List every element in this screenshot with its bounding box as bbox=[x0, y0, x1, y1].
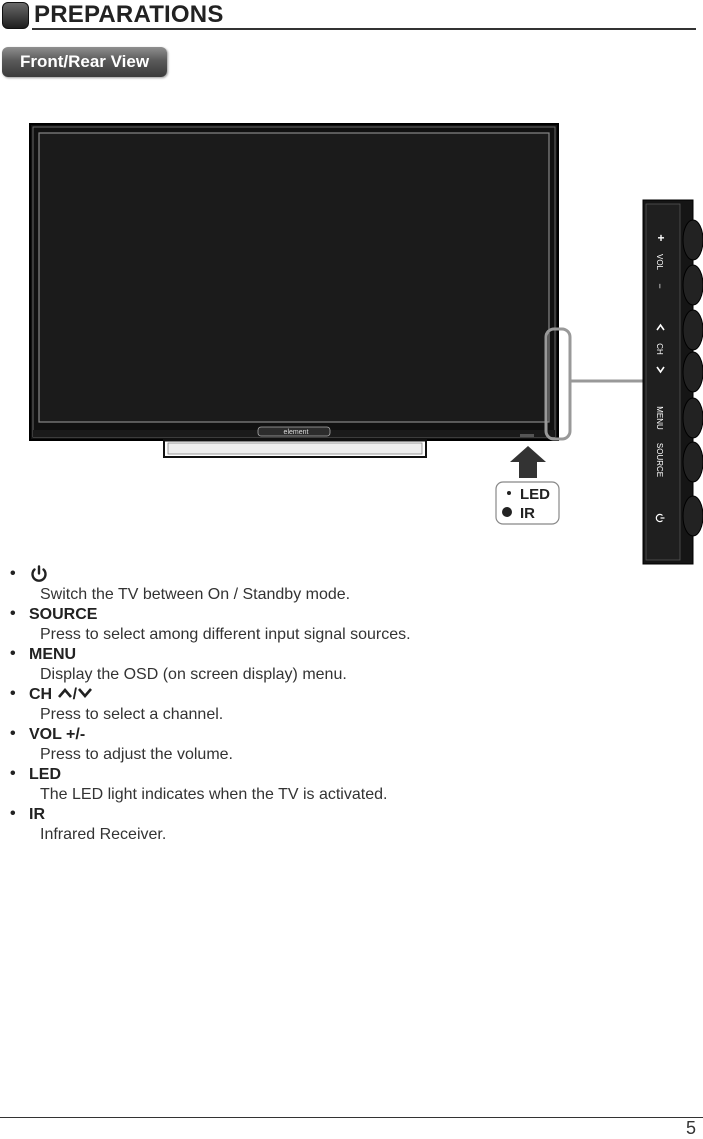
panel-vol-label: VOL bbox=[655, 254, 664, 271]
panel-ch-label: CH bbox=[655, 343, 664, 355]
list-item-led: • LED The LED light indicates when the T… bbox=[10, 765, 610, 805]
bullet: • bbox=[10, 645, 16, 662]
chevron-up-icon bbox=[57, 688, 72, 698]
item-term-group: CH / bbox=[29, 685, 93, 705]
item-term: MENU bbox=[29, 646, 77, 663]
list-item-power: • Switch the TV between On / Standby mod… bbox=[10, 565, 610, 605]
panel-power-icon bbox=[655, 513, 665, 523]
menu-side-button bbox=[682, 397, 703, 439]
led-dot-icon bbox=[507, 491, 511, 495]
item-description: Infrared Receiver. bbox=[40, 826, 167, 843]
section-header-icon bbox=[2, 2, 29, 29]
item-term: CH bbox=[29, 686, 53, 703]
item-description: Press to select among different input si… bbox=[40, 626, 411, 643]
list-item-ch: • CH / Press to select a channel. bbox=[10, 685, 610, 725]
panel-ch-up-chevron-icon bbox=[656, 323, 665, 331]
item-description: Switch the TV between On / Standby mode. bbox=[40, 586, 351, 603]
footer-rule bbox=[0, 1117, 703, 1118]
list-item-ir: • IR Infrared Receiver. bbox=[10, 805, 610, 845]
item-description: Press to adjust the volume. bbox=[40, 746, 233, 763]
panel-source-label: SOURCE bbox=[655, 443, 664, 477]
chevron-down-icon bbox=[78, 688, 93, 698]
bullet: • bbox=[10, 805, 16, 822]
list-item-vol: • VOL +/- Press to adjust the volume. bbox=[10, 725, 610, 765]
source-side-button bbox=[682, 441, 703, 483]
vol-plus-side-button bbox=[682, 219, 703, 261]
tv-brand-logo: element bbox=[284, 429, 309, 436]
tv-illustration: element LED IR + VOL − CH MENU SOURCE bbox=[29, 123, 703, 565]
power-icon bbox=[29, 564, 49, 590]
tv-logo-badge bbox=[257, 426, 331, 437]
bullet: • bbox=[10, 685, 16, 702]
page-number: 5 bbox=[685, 1118, 696, 1138]
ch-down-side-button bbox=[682, 351, 703, 393]
power-side-button bbox=[682, 495, 703, 537]
panel-menu-label: MENU bbox=[655, 406, 664, 430]
ch-separator: / bbox=[72, 686, 78, 703]
section-tab: Front/Rear View bbox=[2, 47, 167, 77]
ch-up-side-button bbox=[682, 309, 703, 351]
vol-minus-side-button bbox=[682, 264, 703, 306]
item-term: LED bbox=[29, 766, 61, 783]
page-title: PREPARATIONS bbox=[34, 1, 224, 28]
bullet: • bbox=[10, 605, 16, 622]
list-item-menu: • MENU Display the OSD (on screen displa… bbox=[10, 645, 610, 685]
bullet: • bbox=[10, 725, 16, 742]
item-description: The LED light indicates when the TV is a… bbox=[40, 786, 388, 803]
panel-plus-symbol: + bbox=[657, 231, 664, 245]
item-term: SOURCE bbox=[29, 606, 98, 623]
up-arrow bbox=[510, 446, 546, 478]
callout-led-label: LED bbox=[520, 486, 550, 503]
panel-ch-down-chevron-icon bbox=[656, 366, 665, 374]
callout-ir-label: IR bbox=[520, 505, 535, 522]
tv-screen bbox=[38, 132, 550, 423]
bullet: • bbox=[10, 565, 16, 582]
list-item-source: • SOURCE Press to select among different… bbox=[10, 605, 610, 645]
item-term: IR bbox=[29, 806, 45, 823]
controls-description-list: • Switch the TV between On / Standby mod… bbox=[10, 565, 610, 845]
item-description: Display the OSD (on screen display) menu… bbox=[40, 666, 347, 683]
panel-minus-symbol: − bbox=[655, 283, 665, 288]
led-ir-highlight bbox=[544, 327, 572, 441]
item-term: VOL +/- bbox=[29, 726, 86, 743]
header-rule bbox=[32, 28, 696, 30]
bullet: • bbox=[10, 765, 16, 782]
item-description: Press to select a channel. bbox=[40, 706, 224, 723]
ir-dot-icon bbox=[502, 507, 512, 517]
